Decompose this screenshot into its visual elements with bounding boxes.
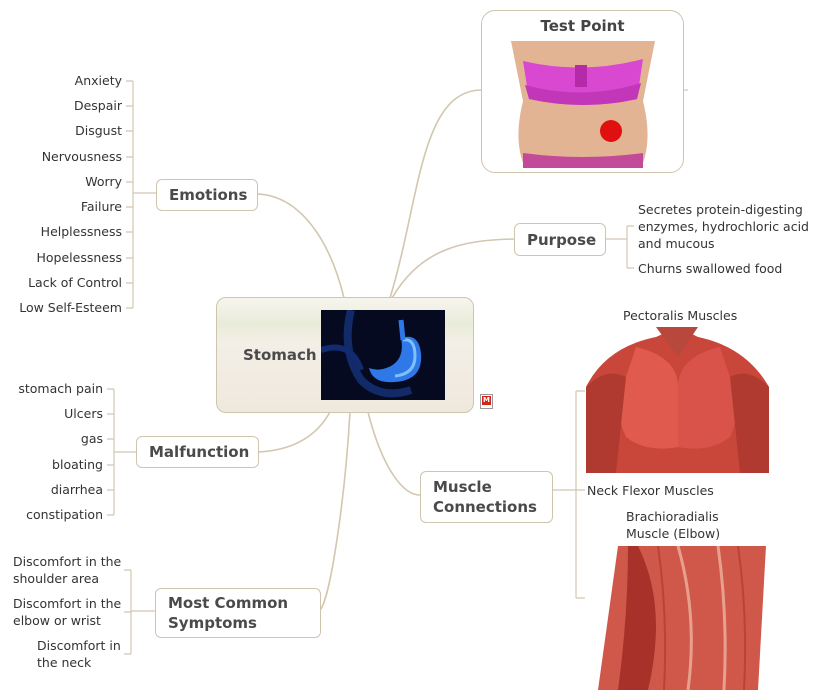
- muscle-label-line1: Muscle: [433, 478, 492, 496]
- purpose-label: Purpose: [527, 230, 597, 249]
- symptoms-label-line2: Symptoms: [168, 614, 257, 632]
- emotion-item: Anxiety: [74, 73, 122, 88]
- malfunction-item: gas: [80, 431, 103, 446]
- malfunction-item: bloating: [52, 457, 103, 472]
- test-point-node[interactable]: Test Point: [481, 10, 684, 173]
- emotion-item: Disgust: [75, 123, 122, 138]
- emotion-item: Hopelessness: [36, 250, 123, 265]
- emotion-item: Failure: [80, 199, 122, 214]
- emotion-item: Low Self-Esteem: [19, 300, 122, 315]
- emotions-label: Emotions: [169, 186, 248, 204]
- neck-flexor-label: Neck Flexor Muscles: [587, 483, 714, 498]
- symptoms-node[interactable]: Most Common Symptoms: [155, 588, 321, 638]
- brachioradialis-muscle-image: [598, 546, 766, 690]
- malfunction-label: Malfunction: [149, 443, 250, 461]
- purpose-node[interactable]: Purpose: [514, 223, 606, 256]
- emotion-item: Helplessness: [40, 224, 122, 239]
- test-point-title: Test Point: [540, 17, 625, 35]
- symptoms-label-line1: Most Common: [168, 594, 289, 612]
- emotion-item: Lack of Control: [28, 275, 122, 290]
- muscle-connections-node[interactable]: Muscle Connections: [420, 471, 553, 523]
- purpose-item: Churns swallowed food: [638, 261, 783, 276]
- malfunction-node[interactable]: Malfunction: [136, 436, 259, 468]
- pectoralis-label: Pectoralis Muscles: [623, 308, 738, 323]
- muscle-label-line2: Connections: [433, 498, 537, 516]
- emotions-node[interactable]: Emotions: [156, 179, 258, 211]
- brachioradialis-label: Brachioradialis Muscle (Elbow): [626, 509, 721, 541]
- stomach-xray-image: [321, 310, 445, 400]
- malfunction-item: diarrhea: [50, 482, 103, 497]
- mindmap-note-icon[interactable]: M: [480, 394, 493, 409]
- torso-test-point-image: [503, 41, 663, 168]
- pectoralis-muscle-image: [586, 327, 769, 473]
- central-label: Stomach: [243, 346, 317, 364]
- emotion-item: Despair: [73, 98, 122, 113]
- emotion-item: Worry: [85, 174, 122, 189]
- malfunction-item: constipation: [26, 507, 103, 522]
- malfunction-item: Ulcers: [64, 406, 103, 421]
- emotion-item: Nervousness: [41, 149, 122, 164]
- central-node-stomach[interactable]: Stomach: [216, 297, 474, 413]
- purpose-item: Secretes protein-digesting enzymes, hydr…: [638, 202, 809, 251]
- malfunction-item: stomach pain: [18, 381, 103, 396]
